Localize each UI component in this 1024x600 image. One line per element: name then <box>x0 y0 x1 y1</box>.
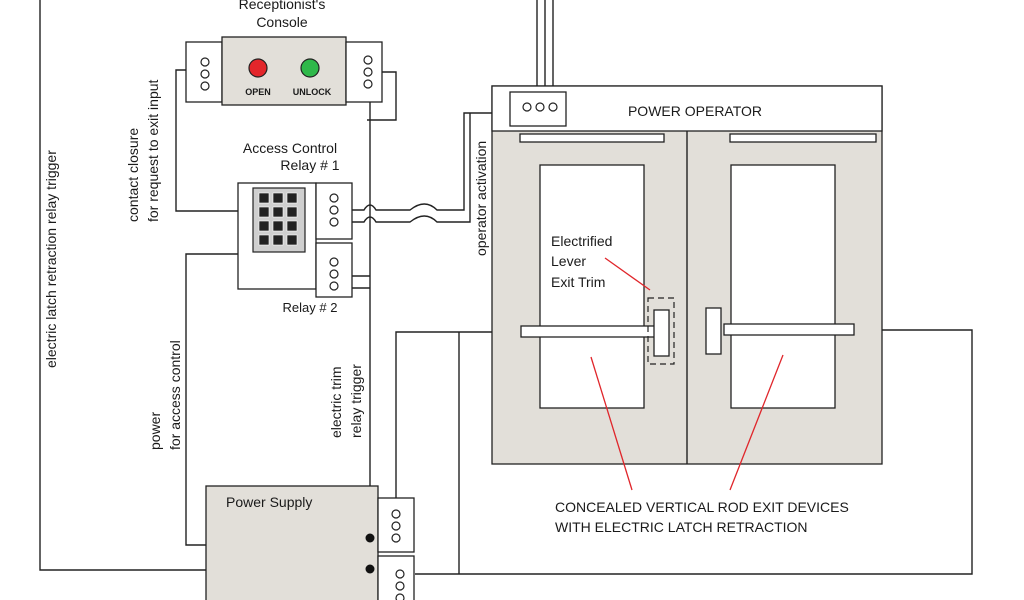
console-title-line2: Console <box>256 14 308 30</box>
receptionist-console: Receptionist's Console OPEN UNLOCK <box>185 0 383 106</box>
right-lever-trim[interactable] <box>705 307 722 355</box>
operator-feed-wires <box>536 0 554 97</box>
power-operator-label: POWER OPERATOR <box>628 103 762 119</box>
power-label-line1: power <box>147 412 163 450</box>
terminal <box>329 257 339 267</box>
power-supply-terminal-block-2 <box>377 555 415 600</box>
wire-junction-dot <box>365 564 375 574</box>
trim-callout-line <box>604 257 651 291</box>
wire-labels: electric latch retraction relay trigger … <box>43 79 489 450</box>
console-title-line1: Receptionist's <box>239 0 326 12</box>
terminal <box>363 55 373 65</box>
electrified-lever-trim[interactable] <box>653 309 670 357</box>
access-control-power-wire <box>185 253 238 546</box>
unlock-button-label: UNLOCK <box>293 87 332 97</box>
unlock-button[interactable] <box>300 58 320 78</box>
power-supply-label: Power Supply <box>226 494 312 510</box>
terminal <box>200 81 210 91</box>
right-exit-callout-line <box>729 354 784 491</box>
keypad-key[interactable] <box>258 192 270 204</box>
keypad-key[interactable] <box>286 192 298 204</box>
operator-activation-wire-2 <box>344 113 471 223</box>
trim-label-line3: Exit Trim <box>551 274 605 290</box>
trim-trigger-label-line2: relay trigger <box>348 364 364 438</box>
terminal <box>391 521 401 531</box>
left-exit-callout-line <box>590 356 633 491</box>
keypad-key[interactable] <box>258 234 270 246</box>
keypad-key[interactable] <box>286 234 298 246</box>
access-control-title-line1: Access Control <box>243 140 337 156</box>
terminal <box>329 269 339 279</box>
contact-closure-label-line2: for request to exit input <box>145 79 161 222</box>
terminal <box>395 593 405 600</box>
relay-1-label: Relay # 1 <box>280 157 339 173</box>
left-door-window <box>539 164 645 409</box>
keypad-key[interactable] <box>272 192 284 204</box>
terminal <box>200 57 210 67</box>
left-exit-device-wire <box>395 331 521 500</box>
terminal <box>522 102 532 112</box>
terminal <box>363 79 373 89</box>
right-door-window <box>730 164 836 409</box>
relay-2-label: Relay # 2 <box>283 300 338 315</box>
open-button-label: OPEN <box>245 87 271 97</box>
power-label-line2: for access control <box>167 340 183 450</box>
right-exit-device-bar[interactable] <box>723 323 855 336</box>
terminal <box>391 509 401 519</box>
right-exit-device-wire <box>415 329 973 575</box>
exit-devices-label-line2: WITH ELECTRIC LATCH RETRACTION <box>555 519 808 535</box>
wire-junction-dot <box>365 533 375 543</box>
terminal <box>329 193 339 203</box>
keypad-key[interactable] <box>272 234 284 246</box>
terminal <box>395 581 405 591</box>
electrified-trim-outline <box>647 297 675 365</box>
terminal <box>329 205 339 215</box>
keypad-key[interactable] <box>286 220 298 232</box>
terminal <box>395 569 405 579</box>
terminal <box>363 67 373 77</box>
power-supply: Power Supply <box>205 485 415 600</box>
access-control: Access Control Relay # 1 Relay # 2 <box>237 140 353 315</box>
right-door-closer-arm <box>729 133 877 143</box>
open-button[interactable] <box>248 58 268 78</box>
power-supply-unit <box>205 485 379 600</box>
operator-activation-wire <box>344 112 509 211</box>
door-assembly: POWER OPERATOR Electrified Lever Exit Tr… <box>491 85 883 491</box>
trim-label-line1: Electrified <box>551 233 612 249</box>
terminal <box>329 217 339 227</box>
left-door-closer-arm <box>519 133 665 143</box>
left-exit-device-bar[interactable] <box>520 325 662 338</box>
operator-activation-label: operator activation <box>473 141 489 256</box>
contact-closure-label-line1: contact closure <box>125 128 141 222</box>
keypad-keys <box>258 192 298 246</box>
terminal <box>391 533 401 543</box>
keypad-key[interactable] <box>272 220 284 232</box>
trim-label-line2: Lever <box>551 253 586 269</box>
terminal <box>548 102 558 112</box>
trim-trigger-label-line1: electric trim <box>328 366 344 438</box>
keypad-key[interactable] <box>286 206 298 218</box>
keypad-key[interactable] <box>258 206 270 218</box>
terminal <box>200 69 210 79</box>
terminal <box>329 281 339 291</box>
latch-retraction-label: electric latch retraction relay trigger <box>43 150 59 368</box>
keypad-key[interactable] <box>272 206 284 218</box>
terminal <box>535 102 545 112</box>
exit-devices-label-line1: CONCEALED VERTICAL ROD EXIT DEVICES <box>555 499 849 515</box>
keypad-key[interactable] <box>258 220 270 232</box>
